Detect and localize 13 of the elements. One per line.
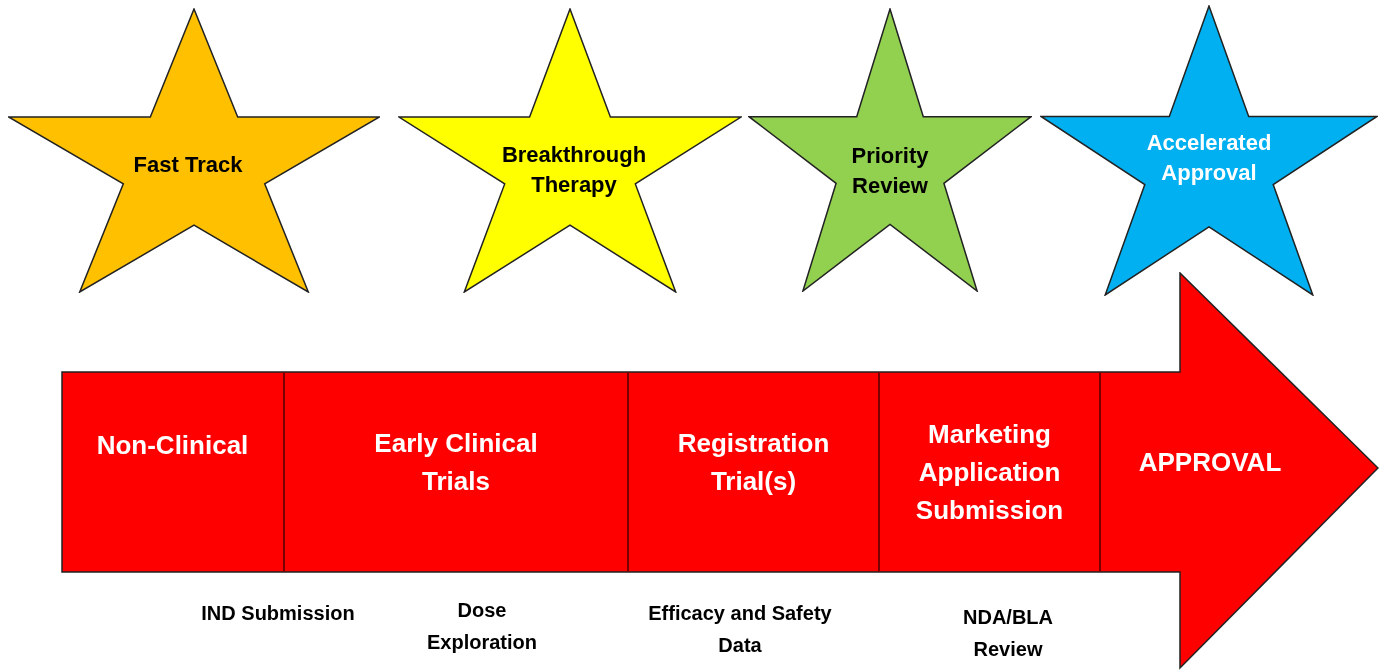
stage-note: NDA/BLA Review	[962, 605, 1054, 662]
star-label: Breakthrough Therapy	[500, 141, 648, 199]
stage-label: Marketing Application Submission	[878, 372, 1099, 572]
stage-note: Efficacy and Safety Data	[647, 601, 833, 658]
stage-label: APPROVAL	[1099, 372, 1319, 572]
star-label: Priority Review	[850, 142, 930, 200]
stage-label: Non-Clinical	[62, 372, 283, 572]
stage-note: Dose Exploration	[426, 598, 538, 655]
star-label: Fast Track	[132, 151, 244, 179]
star-label: Accelerated Approval	[1145, 129, 1273, 187]
stage-label: Early Clinical Trials	[283, 372, 627, 572]
stage-note: IND Submission	[200, 601, 356, 626]
stage-label: Registration Trial(s)	[627, 372, 878, 572]
